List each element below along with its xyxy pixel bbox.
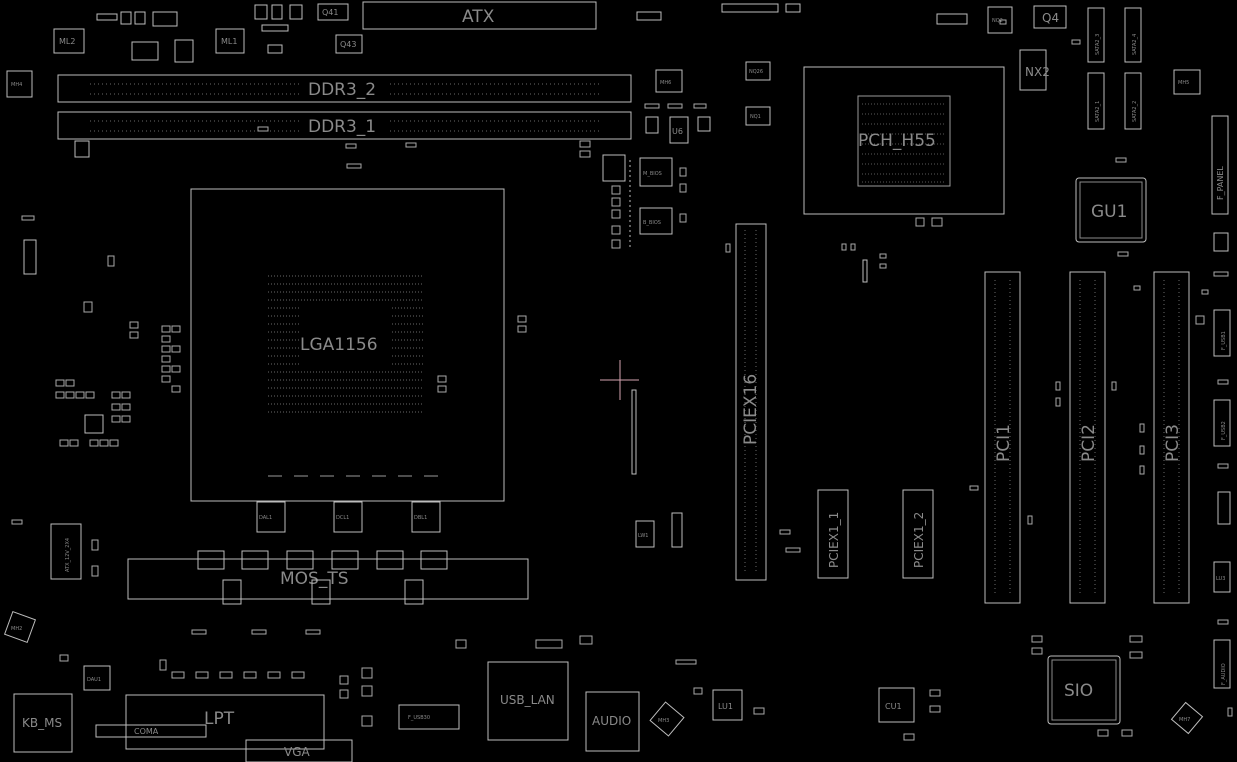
sio-label: SIO: [1064, 681, 1093, 701]
ml2-label: ML2: [59, 37, 75, 46]
vga-connector[interactable]: [245, 739, 353, 762]
pch-label: PCH_H55: [858, 131, 936, 151]
sata2-1-label: SATA2_1: [1095, 101, 1101, 122]
lga1156-socket[interactable]: [190, 188, 505, 502]
f-usb1-label: F_USB1: [1221, 331, 1227, 350]
pciex1-1-slot[interactable]: [817, 489, 849, 579]
audio-jack[interactable]: [585, 691, 640, 752]
q43-mosfet[interactable]: Q43: [335, 34, 363, 54]
pci2-slot[interactable]: [1069, 271, 1106, 604]
lu3-label: LU3: [1216, 576, 1225, 582]
pci3-label: PCI3: [1163, 424, 1183, 462]
pciex1-2-label: PCIEX1_2: [912, 512, 926, 568]
audio-label: AUDIO: [592, 714, 631, 728]
sata2-3-connector[interactable]: [1087, 7, 1105, 63]
b-bios-label: B_BIOS: [643, 220, 661, 226]
ddr3-2-label: DDR3_2: [308, 80, 376, 100]
sata2-2-connector[interactable]: [1124, 72, 1142, 130]
atx-connector[interactable]: [362, 1, 597, 30]
sata2-2-label: SATA2_2: [1132, 101, 1138, 122]
pciex16-slot[interactable]: [735, 223, 767, 581]
ml2-inductor[interactable]: ML2: [53, 28, 85, 54]
lw1-label: LW1: [638, 533, 648, 539]
nq2-label: NQ2: [992, 18, 1003, 24]
atx-12v-label: ATX_12V_2X4: [65, 538, 71, 572]
mh7-label: MH7: [1179, 717, 1190, 723]
sata2-3-label: SATA2_3: [1095, 34, 1101, 55]
mh4-label: MH4: [11, 82, 22, 88]
pciex16-label: PCIEX16: [741, 374, 761, 445]
mos-ts-label: MOS_TS: [280, 569, 349, 589]
cu1-label: CU1: [885, 702, 902, 711]
atx-12v-connector[interactable]: [50, 523, 82, 580]
nq26-label: NQ26: [749, 69, 763, 75]
lpt-label: LPT: [204, 709, 235, 729]
ddr3-1-slot[interactable]: [57, 111, 632, 140]
coma-header[interactable]: [95, 724, 207, 738]
ml1-label: ML1: [221, 37, 237, 46]
lga1156-label: LGA1156: [300, 335, 378, 355]
ml1-inductor[interactable]: ML1: [215, 28, 245, 54]
passive-components: [11, 19, 1233, 741]
q41-label: Q41: [322, 8, 338, 17]
sata2-4-label: SATA2_4: [1132, 34, 1138, 55]
pci3-slot[interactable]: [1153, 271, 1190, 604]
gu1-chip[interactable]: [1075, 177, 1147, 243]
pciex1-2-slot[interactable]: [902, 489, 934, 579]
mh6-label: MH6: [660, 80, 671, 86]
ddr-pin-rows: [90, 83, 600, 132]
f-panel-label: F_PANEL: [1216, 166, 1225, 200]
dbl1-label: DBL1: [414, 515, 427, 521]
kb-ms-connector[interactable]: [13, 693, 73, 753]
dcl1-label: DCL1: [336, 515, 349, 521]
pci1-label: PCI1: [994, 424, 1014, 462]
atx-label: ATX: [462, 7, 495, 27]
lu1-chip[interactable]: [712, 689, 743, 721]
pci1-slot[interactable]: [984, 271, 1021, 604]
f-usb2-label: F_USB2: [1221, 421, 1227, 440]
nq1-label: NQ1: [750, 114, 761, 120]
ddr3-1-label: DDR3_1: [308, 117, 376, 137]
lu1-label: LU1: [718, 702, 733, 711]
usb-lan-connector[interactable]: [487, 661, 569, 741]
q43-label: Q43: [340, 40, 356, 49]
socket-pin-field: [268, 275, 424, 413]
ddr3-2-slot[interactable]: [57, 74, 632, 103]
sata2-4-connector[interactable]: [1124, 7, 1142, 63]
nx2-label: NX2: [1025, 65, 1050, 79]
vga-label: VGA: [284, 745, 311, 759]
pci2-label: PCI2: [1079, 424, 1099, 462]
q4-label: Q4: [1042, 11, 1059, 25]
m-bios-label: M_BIOS: [643, 171, 662, 177]
lpt-connector[interactable]: [125, 694, 325, 750]
mh3-label: MH3: [658, 718, 669, 724]
mh2-label: MH2: [11, 626, 22, 632]
u6-label: U6: [672, 127, 683, 136]
dal1-label: DAL1: [259, 515, 272, 521]
f-audio-label: F_AUDIO: [1221, 663, 1227, 685]
mh5-label: MH5: [1178, 80, 1189, 86]
gu1-label: GU1: [1091, 202, 1127, 222]
kb-ms-label: KB_MS: [22, 716, 62, 730]
pch-outline[interactable]: [803, 66, 1005, 215]
mos-ts-heatsink[interactable]: [127, 558, 529, 600]
f-panel-header[interactable]: [1211, 115, 1229, 215]
coma-label: COMA: [134, 727, 159, 736]
pciex1-1-label: PCIEX1_1: [827, 512, 841, 568]
pch-die: [857, 95, 951, 187]
cursor-crosshair: [600, 360, 639, 400]
dau1-label: DAU1: [87, 677, 101, 683]
cu1-chip[interactable]: [878, 687, 915, 723]
q41-mosfet[interactable]: Q41: [317, 3, 349, 21]
usb-lan-label: USB_LAN: [500, 693, 555, 707]
f-usb30-label: F_USB30: [408, 715, 430, 721]
sio-chip[interactable]: [1047, 655, 1121, 725]
sata2-1-connector[interactable]: [1087, 72, 1105, 130]
